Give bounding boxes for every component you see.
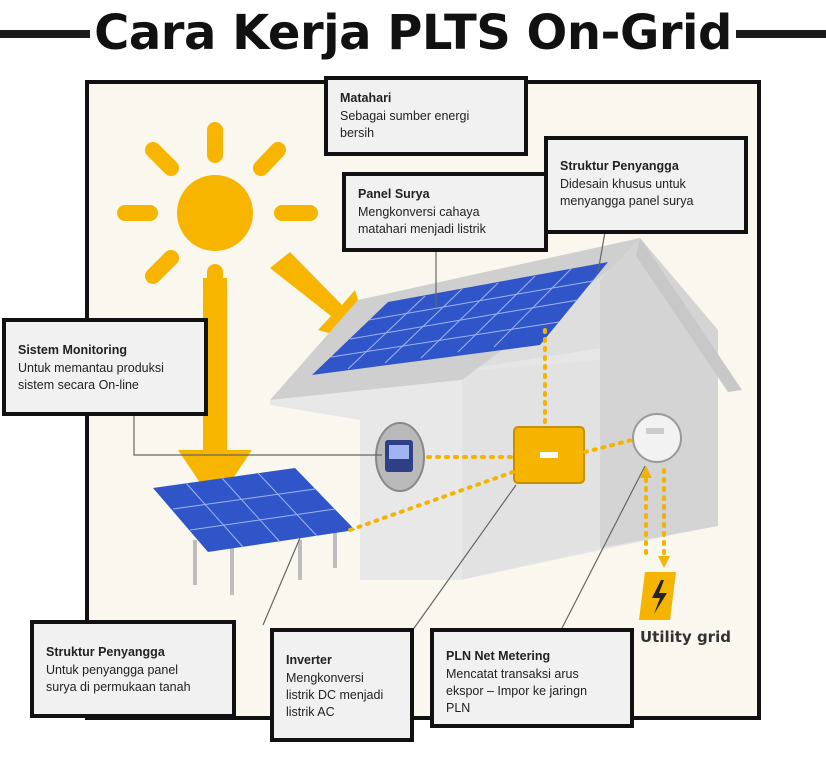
callout-sistem-monitoring: Sistem Monitoring Untuk memantau produks…	[2, 318, 208, 416]
leader-lines	[133, 231, 646, 633]
callout-title: Struktur Penyangga	[560, 159, 679, 173]
lightning-icon	[639, 572, 676, 620]
sun-icon	[117, 122, 318, 298]
callout-description: Mencatat transaksi arus ekspor – Impor k…	[446, 667, 588, 715]
ground-solar-panel	[153, 468, 355, 595]
energy-flow-lines	[348, 328, 666, 562]
callout-panel-surya: Panel Surya Mengkonversi cahaya matahari…	[342, 172, 548, 252]
callout-description: Mengkonversi listrik DC menjadi listrik …	[286, 671, 384, 719]
page-title: Cara Kerja PLTS On-Grid	[0, 0, 826, 66]
net-meter-device	[632, 413, 682, 463]
callout-title: Struktur Penyangga	[46, 645, 165, 659]
inverter-device	[513, 426, 585, 484]
sunlight-arrow-down	[178, 278, 252, 505]
callout-description: Mengkonversi cahaya matahari menjadi lis…	[358, 205, 486, 236]
callout-description: Didesain khusus untuk menyangga panel su…	[560, 177, 694, 208]
title-rule-left	[0, 30, 140, 38]
callout-title: Matahari	[340, 91, 392, 105]
callout-matahari: Matahari Sebagai sumber energi bersih	[324, 76, 528, 156]
callout-description: Sebagai sumber energi bersih	[340, 109, 470, 140]
callout-pln-net-metering: PLN Net Metering Mencatat transaksi arus…	[430, 628, 634, 728]
callout-title: Sistem Monitoring	[18, 343, 128, 357]
callout-struktur-tanah: Struktur Penyangga Untuk penyangga panel…	[30, 620, 236, 718]
callout-title: Panel Surya	[358, 187, 430, 201]
callout-title: PLN Net Metering	[446, 649, 551, 663]
callout-description: Untuk penyangga panel surya di permukaan…	[46, 663, 191, 694]
utility-grid-label: Utility grid	[640, 628, 731, 646]
callout-description: Untuk memantau produksi sistem secara On…	[18, 361, 164, 392]
monitoring-device	[375, 422, 425, 492]
roof-solar-panel	[312, 262, 608, 375]
flow-arrow-down	[658, 556, 670, 568]
callout-inverter: Inverter Mengkonversi listrik DC menjadi…	[270, 628, 414, 742]
callout-title: Inverter	[286, 653, 332, 667]
callout-struktur-atap: Struktur Penyangga Didesain khusus untuk…	[544, 136, 748, 234]
flow-arrow-up	[640, 466, 652, 478]
title-rule-right	[700, 30, 826, 38]
